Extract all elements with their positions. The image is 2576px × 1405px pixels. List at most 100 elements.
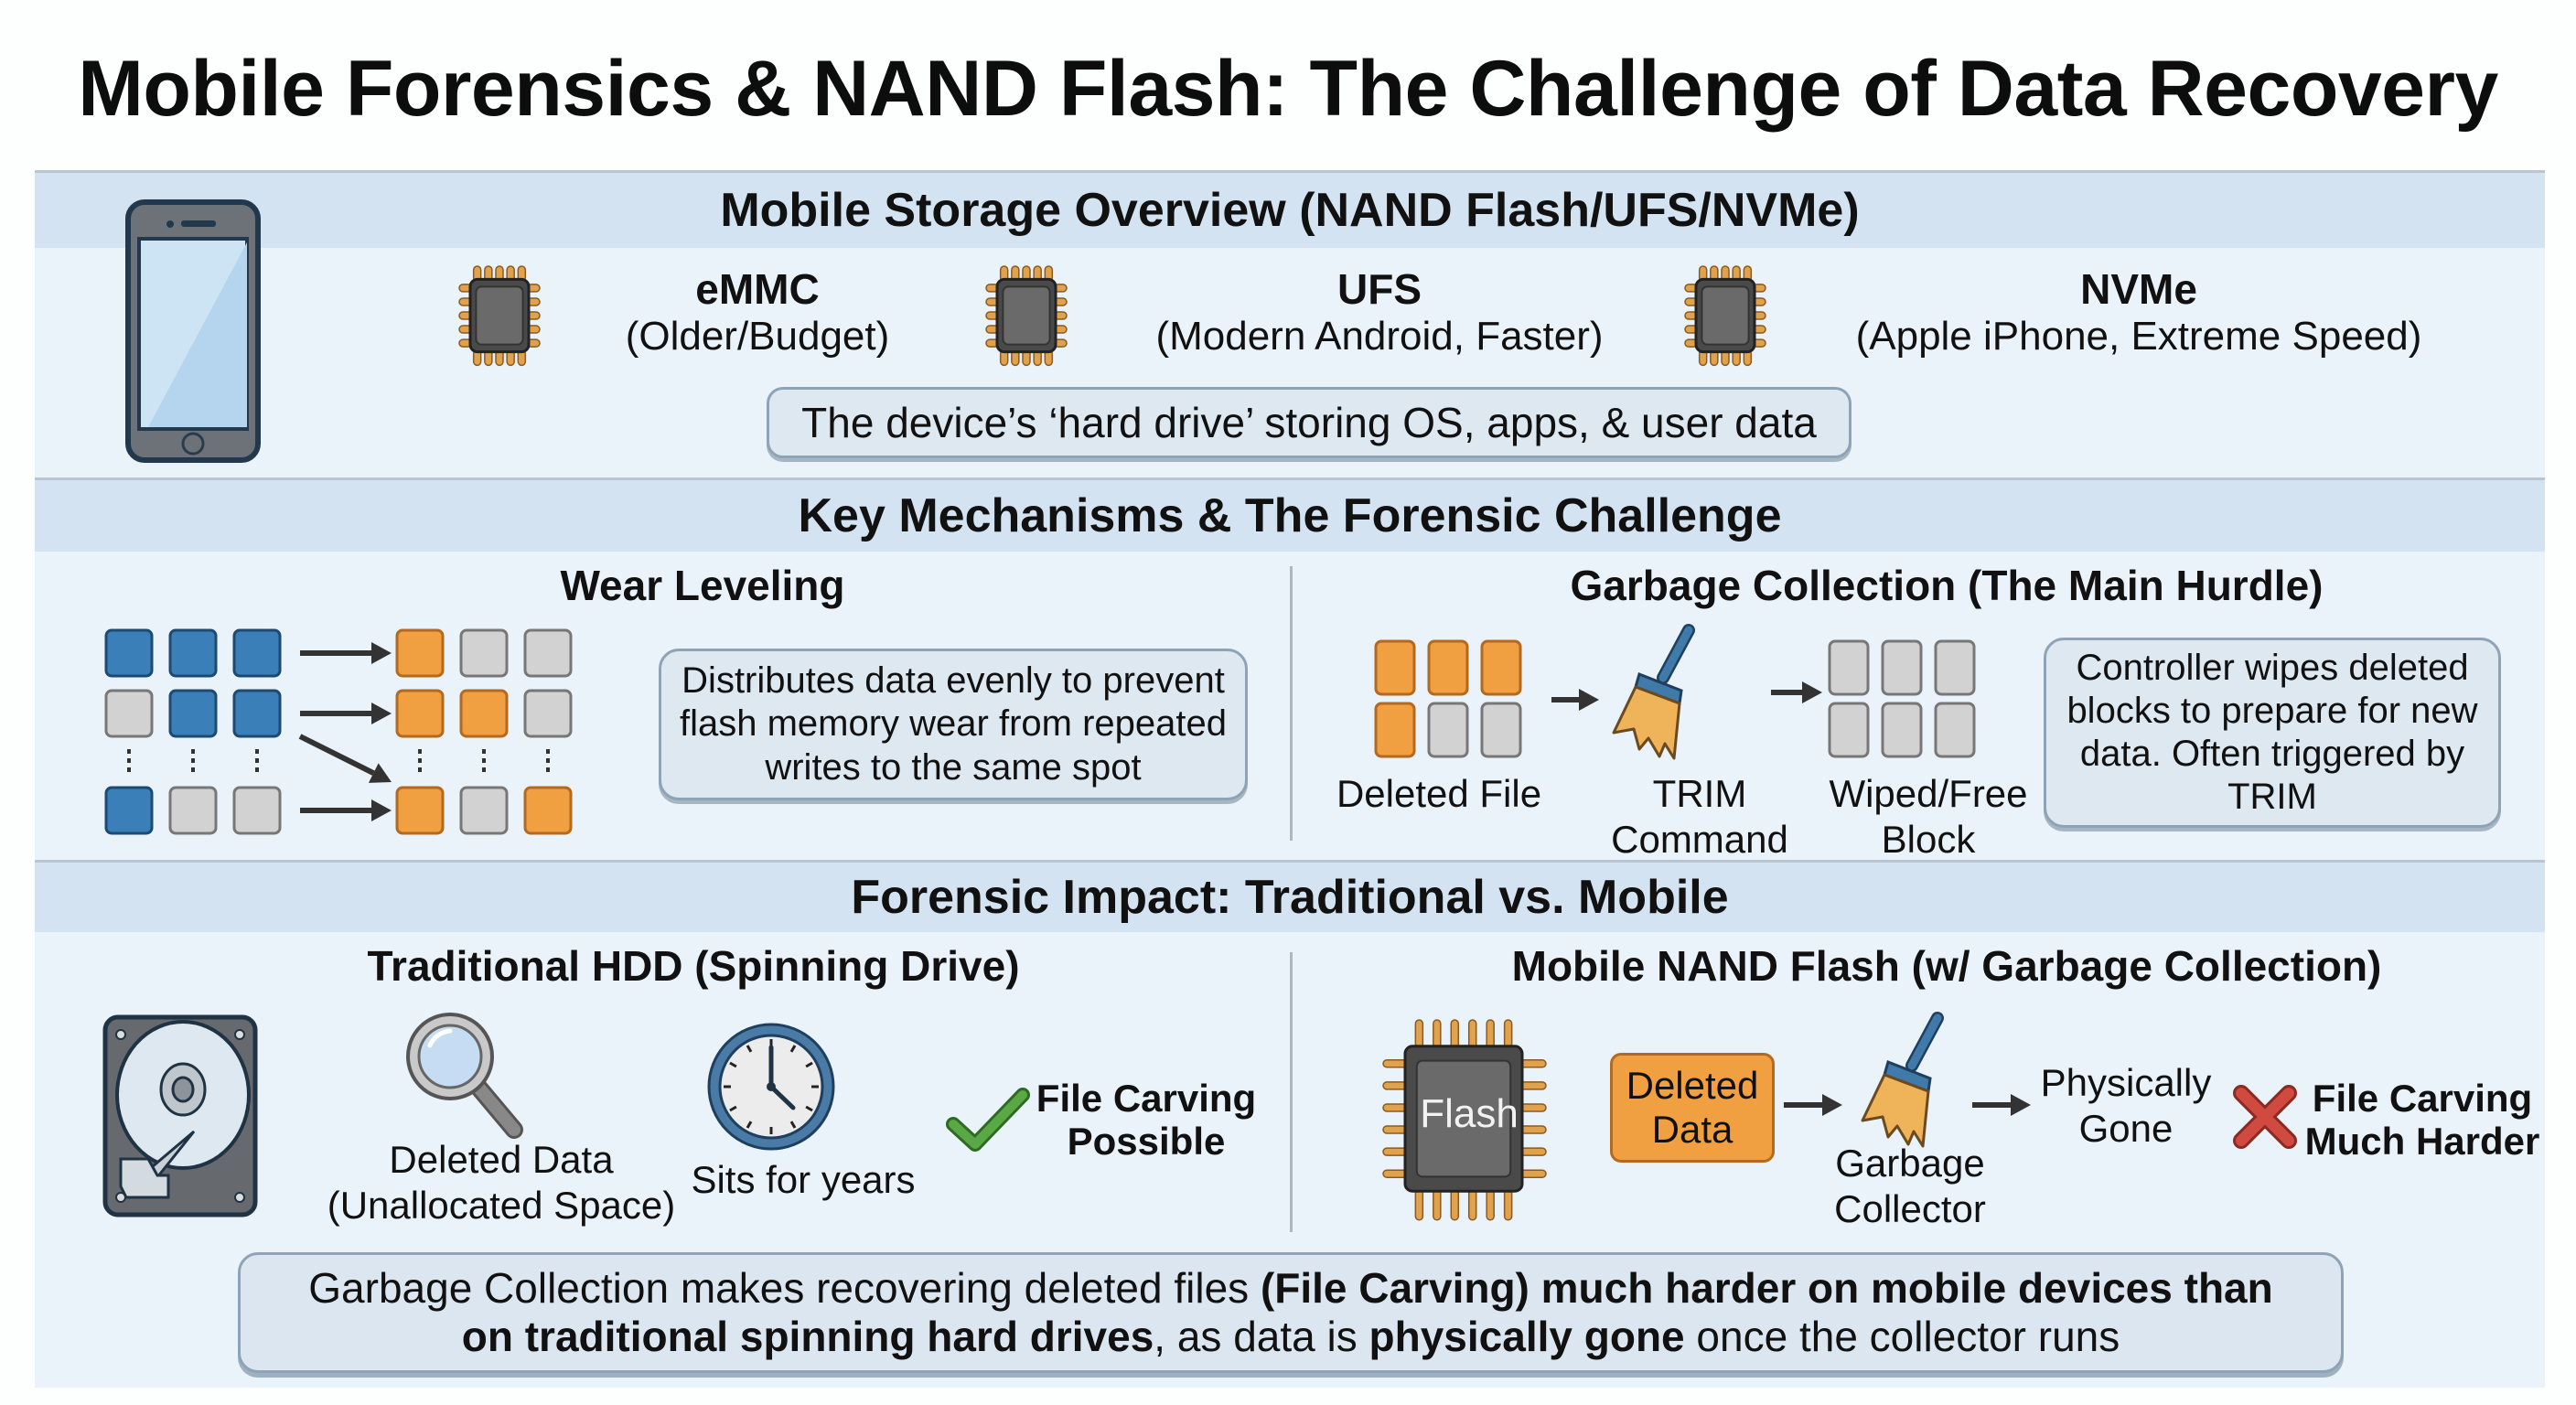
orange-block [1374,639,1416,696]
wiped-label: Wiped/Free [1829,772,2028,815]
blue-block [168,628,218,678]
ellipsis-dot [418,767,422,772]
wear-leveling-diagram [104,628,573,835]
command-label: Command [1611,818,1788,862]
arrow-icon [300,702,392,724]
ellipsis-dot [482,749,486,754]
ellipsis-dot [255,767,259,772]
section-divider [1290,566,1293,841]
hard-drive-icon [102,1014,258,1217]
grey-block [1881,702,1923,758]
orange-block [395,628,445,678]
summary-l2-bold-b: physically gone [1368,1313,1685,1360]
arrow-icon [298,734,392,783]
summary-l2-normal-b: once the collector runs [1684,1313,2120,1360]
deleted-file-label: Deleted File [1336,772,1542,815]
smartphone-icon [125,199,261,463]
storage-name-nvme: NVMe [2080,265,2197,313]
ellipsis-dot [191,749,195,754]
arrow-icon [300,799,392,821]
carving-harder-line2: Much Harder [2304,1120,2540,1164]
overview-note: The device’s ‘hard drive’ storing OS, ap… [767,387,1852,458]
summary-callout: Garbage Collection makes recovering dele… [238,1252,2344,1373]
grey-block [1881,639,1923,696]
mobile-title: Mobile NAND Flash (w/ Garbage Collection… [1511,942,2382,990]
grey-block [1934,702,1976,758]
grey-block [1828,639,1870,696]
grey-block [523,689,573,738]
orange-block [523,786,573,835]
flash-chip-label: Flash [1420,1091,1519,1136]
ellipsis-dot [127,749,131,754]
clock-icon [707,1023,835,1151]
ellipsis-dot [546,749,550,754]
ellipsis-dot [418,758,422,763]
broom-icon [1861,1012,1944,1148]
nvme-chip-icon [1684,265,1766,367]
summary-l1-normal: Garbage Collection makes recovering dele… [308,1264,1261,1313]
page-title: Mobile Forensics & NAND Flash: The Chall… [78,45,2498,133]
impact-heading: Forensic Impact: Traditional vs. Mobile [35,863,2545,932]
arrow-icon [1972,1094,2031,1116]
ellipsis-dot [191,758,195,763]
unallocated-space-label: (Unallocated Space) [327,1184,676,1228]
blue-block [104,786,154,835]
carving-possible-line2: Possible [1067,1120,1226,1164]
storage-name-emmc: eMMC [695,265,820,313]
cross-icon [2233,1085,2297,1149]
deleted-data-line2: Data [1651,1108,1733,1151]
carving-possible-line1: File Carving [1036,1077,1257,1120]
magnifier-icon [406,1013,523,1139]
grey-block [1427,702,1469,758]
arrow-icon [300,642,392,664]
collector-line2: Collector [1834,1187,1986,1231]
orange-block [1374,702,1416,758]
deleted-data-block: Deleted Data [1610,1053,1775,1163]
deleted-data-line1: Deleted [1626,1063,1759,1107]
carving-harder-line1: File Carving [2312,1077,2533,1120]
wear-leveling-title: Wear Leveling [560,562,845,609]
blue-block [168,689,218,738]
emmc-chip-icon [458,265,541,367]
trim-label: TRIM [1652,772,1747,815]
ellipsis-dot [482,767,486,772]
grey-block [459,628,509,678]
ellipsis-dot [255,758,259,763]
grey-block [523,628,573,678]
summary-l2-normal-a: , as data is [1154,1313,1369,1360]
ellipsis-dot [546,767,550,772]
storage-desc-emmc: (Older/Budget) [625,314,890,359]
ellipsis-dot [255,749,259,754]
grey-block [104,689,154,738]
orange-block [395,786,445,835]
garbage-collection-note: Controller wipes deleted blocks to prepa… [2044,638,2501,828]
orange-block [1480,639,1522,696]
overview-heading: Mobile Storage Overview (NAND Flash/UFS/… [35,173,2545,248]
mechanisms-heading: Key Mechanisms & The Forensic Challenge [35,480,2545,552]
ellipsis-dot [418,749,422,754]
grey-block [1934,639,1976,696]
arrow-icon [1784,1094,1842,1116]
deleted-data-label: Deleted Data [389,1138,614,1181]
garbage-collection-title: Garbage Collection (The Main Hurdle) [1570,562,2324,609]
section-divider [1290,952,1293,1232]
ellipsis-dot [482,758,486,763]
ellipsis-dot [546,758,550,763]
ellipsis-dot [127,767,131,772]
block-label: Block [1881,818,1976,862]
arrow-icon [1551,689,1599,711]
sits-for-years-label: Sits for years [691,1158,916,1201]
arrow-icon [1771,681,1822,703]
blue-block [232,689,282,738]
overview-panel: Mobile Storage Overview (NAND Flash/UFS/… [35,170,2545,480]
ellipsis-dot [127,758,131,763]
grey-block [1480,702,1522,758]
physically-gone-line1: Physically [2040,1061,2212,1104]
broom-icon [1612,624,1695,760]
traditional-title: Traditional HDD (Spinning Drive) [367,942,1020,990]
grey-block [459,786,509,835]
grey-block [232,786,282,835]
wear-leveling-note: Distributes data evenly to prevent flash… [659,649,1248,800]
grey-block [1828,702,1870,758]
blue-block [104,628,154,678]
